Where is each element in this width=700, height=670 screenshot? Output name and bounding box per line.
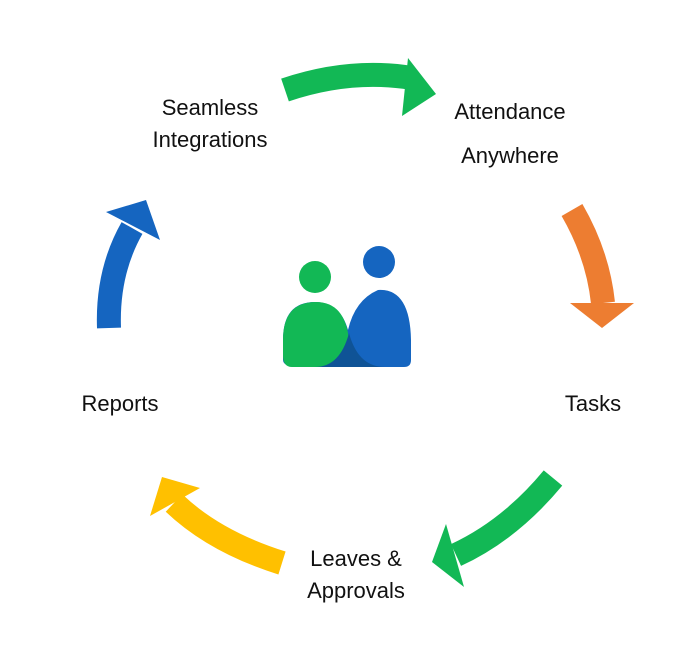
arrow-reports-to-integrations [96,200,160,329]
arrow-leaves-to-reports [150,477,286,575]
label-leaves-approvals: Leaves & Approvals [276,543,436,607]
arrow-attendance-to-tasks [561,203,634,328]
people-icon [283,246,411,367]
arrow-integrations-to-attendance [281,58,436,116]
label-tasks: Tasks [543,388,643,420]
label-line: Integrations [152,127,268,152]
label-line: Anywhere [461,143,559,168]
label-seamless-integrations: Seamless Integrations [130,92,290,156]
label-line: Seamless [161,95,259,120]
label-line: Approvals [307,578,405,603]
label-line: Attendance [454,99,566,124]
label-attendance-anywhere: Attendance Anywhere [430,90,590,178]
label-line: Leaves & [310,546,402,571]
label-reports: Reports [60,388,180,420]
label-line: Reports [81,391,159,416]
label-line: Tasks [564,391,622,416]
arrow-tasks-to-leaves [432,470,563,587]
